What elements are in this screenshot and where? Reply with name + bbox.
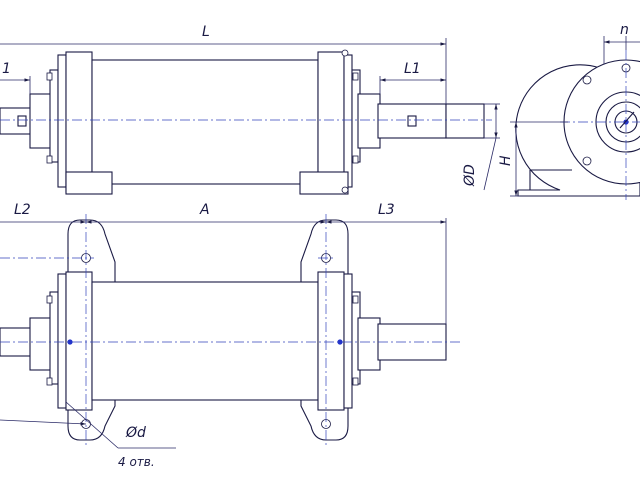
bolt-icon <box>341 186 349 194</box>
right-shaft-end <box>445 103 485 139</box>
label-L1-right: L1 <box>404 61 421 77</box>
left-flange-outer <box>49 291 59 385</box>
leader-phiD <box>483 137 497 191</box>
bolt-icon <box>352 377 359 386</box>
label-L3: L3 <box>378 202 395 218</box>
bolt-icon <box>46 72 53 81</box>
left-end-cap <box>65 271 93 411</box>
right-end-cap <box>317 51 345 193</box>
label-L2: L2 <box>14 202 31 218</box>
leader-holes <box>65 401 119 449</box>
right-flange-plate <box>343 273 353 409</box>
left-support-foot <box>65 171 113 195</box>
right-shaft-key <box>407 115 417 127</box>
front-view-top: L 1 L1 ØD <box>0 24 500 195</box>
right-support-foot <box>299 171 349 195</box>
bolt-hole-icon <box>582 156 592 166</box>
label-n: n <box>620 22 629 38</box>
side-view: H n <box>498 22 640 200</box>
bolt-icon <box>46 377 53 386</box>
drum <box>91 281 319 401</box>
left-flange-plate <box>57 54 67 188</box>
label-phiD: ØD <box>462 164 478 187</box>
left-shaft-key <box>17 115 27 127</box>
bolt-icon <box>352 295 359 304</box>
left-flange-plate <box>57 273 67 409</box>
right-flange-plate <box>343 54 353 188</box>
label-A: A <box>199 202 210 218</box>
lug-top-left <box>67 219 116 283</box>
left-bearing-housing <box>29 93 53 149</box>
center-mark <box>67 339 73 345</box>
plan-view-bottom: L2 A L3 Ød 4 отв. <box>0 202 460 469</box>
label-H: H <box>498 155 514 166</box>
shaft-key-slash <box>619 111 635 129</box>
bolt-icon <box>352 72 359 81</box>
left-shaft <box>0 107 33 135</box>
bolt-hole-icon <box>582 75 592 85</box>
bolt-icon <box>46 155 53 164</box>
bolt-icon <box>352 155 359 164</box>
center-mark <box>337 339 343 345</box>
label-phid: Ød <box>125 425 146 441</box>
left-end-cap <box>65 51 93 193</box>
right-bearing-housing <box>357 317 381 371</box>
right-bearing-housing <box>357 93 381 149</box>
label-L: L <box>202 24 210 40</box>
drum <box>91 59 319 185</box>
bolt-icon <box>341 49 349 57</box>
left-flange-outer <box>49 69 59 163</box>
label-holes: 4 отв. <box>118 455 155 469</box>
bolt-icon <box>46 295 53 304</box>
left-bearing-housing <box>29 317 53 371</box>
label-L1-left: 1 <box>2 61 11 77</box>
leader-phid <box>0 419 87 426</box>
